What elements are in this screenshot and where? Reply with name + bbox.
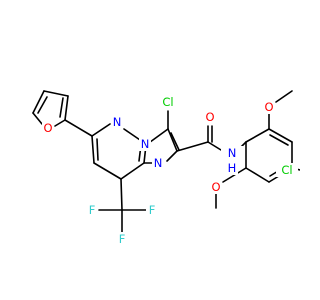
- atom-n-pyrazole: N: [152, 156, 164, 170]
- atom-f-left: F: [86, 203, 98, 217]
- bond: [176, 141, 209, 152]
- svg-text:N: N: [228, 146, 237, 160]
- atom-n-pyrimidine: N: [111, 115, 123, 129]
- atom-f-right: F: [146, 203, 158, 217]
- atom-label: F: [89, 203, 96, 217]
- bond: [268, 128, 293, 143]
- bond: [64, 95, 69, 121]
- bond: [43, 90, 69, 97]
- atom-cl-aryl: Cl: [276, 163, 298, 177]
- atom-label: O: [43, 121, 52, 135]
- atom-n-bridge: N: [139, 137, 151, 151]
- bond: [120, 162, 145, 180]
- atom-label: F: [119, 232, 126, 246]
- bond: [32, 112, 43, 125]
- atom-label: F: [149, 203, 156, 217]
- bond: [59, 97, 64, 118]
- atom-o-methoxy-bottom: O: [210, 180, 222, 194]
- atom-f-bottom: F: [116, 232, 128, 246]
- bond: [32, 90, 45, 114]
- bond: [120, 178, 123, 211]
- bond: [245, 128, 270, 143]
- bond: [91, 135, 95, 164]
- atom-label: Cl: [281, 163, 292, 177]
- atom-label: N: [154, 156, 163, 170]
- atom-labels: Cl N N N O N H O: [42, 95, 298, 246]
- atom-cl-pyrazole: Cl: [158, 95, 178, 109]
- atom-n-amide-hydrogen: H: [226, 161, 238, 175]
- atom-label: H: [228, 161, 237, 175]
- atom-label: N: [228, 146, 237, 160]
- bond: [93, 162, 122, 180]
- atom-o-amide: O: [204, 110, 216, 124]
- bond: [245, 167, 270, 183]
- atom-label: N: [113, 115, 122, 129]
- bond: [64, 119, 93, 137]
- bond: [37, 96, 48, 114]
- bond: [91, 123, 111, 137]
- atom-n-amide: N: [221, 146, 243, 160]
- bond: [170, 132, 180, 151]
- bond: [166, 150, 178, 162]
- atom-label: O: [205, 110, 214, 124]
- bond: [167, 128, 178, 152]
- atom-label: O: [211, 180, 220, 194]
- bond: [54, 119, 66, 127]
- bond: [207, 141, 222, 151]
- atom-o-methoxy-top: O: [263, 100, 275, 114]
- atom-label: Cl: [162, 95, 173, 109]
- bonds: [32, 90, 300, 233]
- molecule-structure: Cl N N N O N H O: [32, 90, 300, 246]
- atom-label: N: [141, 137, 150, 151]
- bond: [275, 90, 293, 103]
- atom-label: O: [264, 100, 273, 114]
- bond: [96, 138, 99, 161]
- bond: [269, 134, 289, 146]
- atom-o-furan: O: [42, 121, 54, 135]
